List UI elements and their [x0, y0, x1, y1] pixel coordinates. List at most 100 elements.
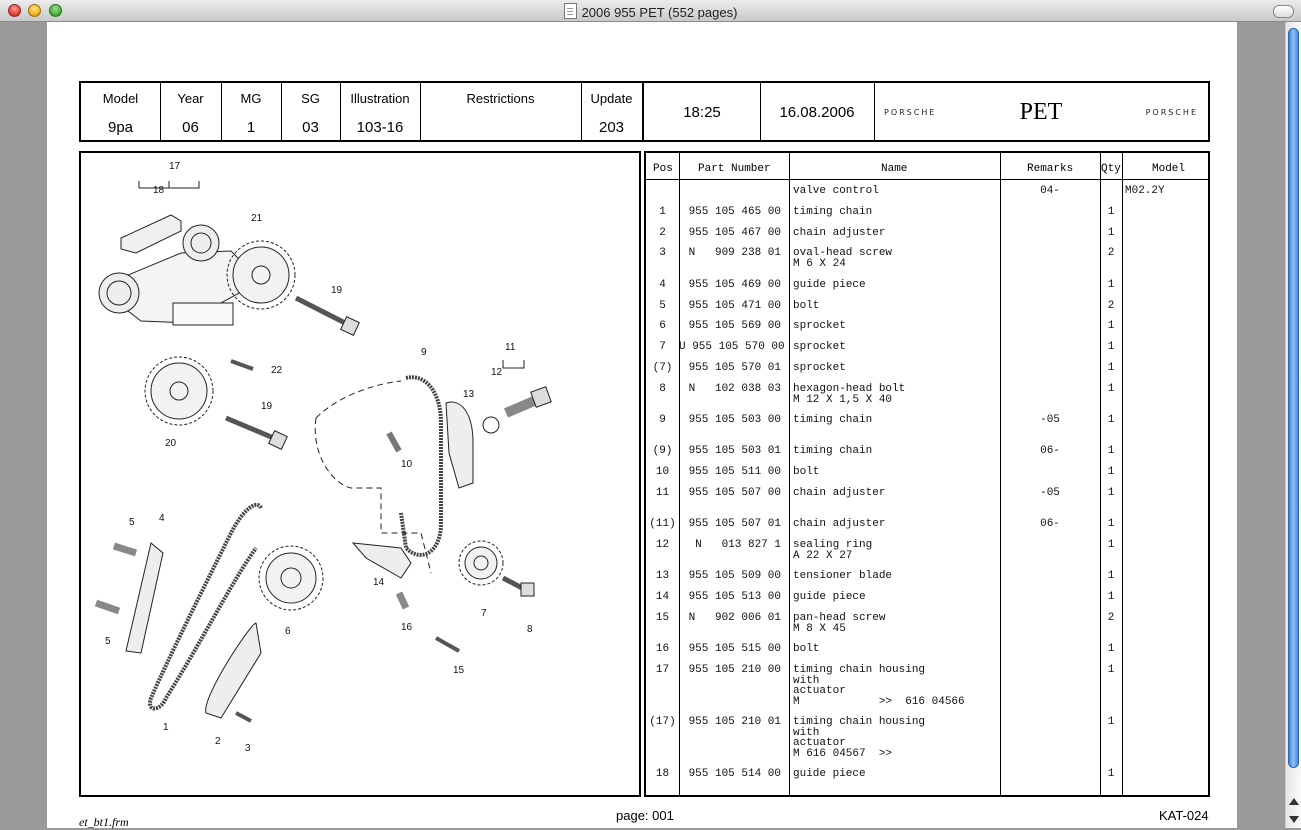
name-cell: oval-head screw M 6 X 24: [793, 247, 893, 270]
callout-number: 11: [505, 342, 516, 353]
header-value: 203: [598, 119, 625, 136]
qty-cell: 1: [1107, 518, 1115, 530]
name-cell: timing chain housing with actuator M >> …: [793, 664, 965, 708]
name-cell: timing chain: [793, 414, 873, 426]
part-cell: 955 105 509 00: [688, 570, 781, 582]
qty-cell: 1: [1107, 227, 1115, 239]
name-cell: timing chain housing with actuator M 616…: [793, 716, 926, 760]
header-label: Illustration: [350, 91, 410, 106]
qty-column: Qty: [1100, 153, 1123, 795]
qty-cell: 1: [1107, 591, 1115, 603]
callout-number: 7: [481, 608, 487, 619]
name-cell: timing chain: [793, 206, 873, 218]
remarks-header: Remarks: [1027, 163, 1074, 175]
scroll-up-arrow-icon[interactable]: [1289, 798, 1299, 805]
part-cell: 955 105 513 00: [688, 591, 781, 603]
name-cell: sealing ring A 22 X 27: [793, 539, 873, 562]
pos-cell: 12: [655, 539, 670, 551]
pos-cell: 6: [659, 320, 666, 332]
pos-cell: 5: [659, 300, 666, 312]
part-cell: N 102 038 03: [688, 383, 781, 395]
remarks-column: Remarks: [1000, 153, 1101, 795]
pos-cell: 3: [659, 247, 666, 259]
remarks-cell: 04-: [1040, 185, 1060, 197]
callout-number: 10: [401, 459, 413, 470]
part-cell: 955 105 569 00: [688, 320, 781, 332]
pos-cell: 13: [655, 570, 670, 582]
name-cell: guide piece: [793, 591, 866, 603]
pos-cell: 15: [655, 612, 670, 624]
callout-number: 22: [271, 365, 283, 376]
remarks-cell: -05: [1040, 487, 1060, 499]
qty-cell: 1: [1107, 664, 1115, 676]
header-value: 103-16: [356, 119, 404, 136]
footer-catalog-code: KAT-024: [1159, 808, 1209, 823]
part-cell: 955 105 570 01: [688, 362, 781, 374]
header-value: 06: [182, 119, 199, 136]
part-cell: 955 105 465 00: [688, 206, 781, 218]
qty-cell: 2: [1107, 612, 1115, 624]
model-cell: M02.2Y: [1125, 185, 1165, 197]
document-icon: [563, 3, 577, 19]
callout-number: 1: [163, 722, 169, 733]
header-label: MG: [240, 91, 262, 106]
header-label: Year: [177, 91, 204, 106]
header-update-cell: Update 203: [581, 83, 644, 140]
name-cell: pan-head screw M 8 X 45: [793, 612, 886, 635]
part-cell: N 013 827 1: [695, 539, 781, 551]
window-titlebar[interactable]: 2006 955 PET (552 pages): [0, 0, 1301, 22]
name-cell: hexagon-head bolt M 12 X 1,5 X 40: [793, 383, 906, 406]
qty-cell: 1: [1107, 643, 1115, 655]
callout-number: 21: [251, 213, 263, 224]
pos-cell: 14: [655, 591, 670, 603]
name-cell: timing chain: [793, 445, 873, 457]
callout-number: 16: [401, 622, 413, 633]
part-cell: 955 105 507 01: [688, 518, 781, 530]
callout-number: 5: [129, 517, 135, 528]
name-cell: sprocket: [793, 362, 846, 374]
callout-number: 9: [421, 347, 427, 358]
part-cell: 955 105 210 00: [688, 664, 781, 676]
window-title: 2006 955 PET (552 pages): [0, 3, 1301, 20]
part-cell: 955 105 467 00: [688, 227, 781, 239]
pos-cell: 16: [655, 643, 670, 655]
pos-cell: 8: [659, 383, 666, 395]
callout-number: 20: [165, 438, 177, 449]
header-time: 18:25: [683, 104, 721, 121]
remarks-cell: 06-: [1040, 518, 1060, 530]
footer-template-name: et_bt1.frm: [79, 815, 129, 829]
scrollbar-thumb[interactable]: [1288, 28, 1299, 768]
qty-cell: 1: [1107, 320, 1115, 332]
vertical-scrollbar[interactable]: [1285, 22, 1301, 828]
toolbar-toggle-button[interactable]: [1273, 5, 1294, 18]
minimize-window-button[interactable]: [28, 4, 41, 17]
window-title-text: 2006 955 PET (552 pages): [581, 5, 738, 20]
catalog-header: Model 9pa Year 06 MG 1 SG 03 Illustratio…: [79, 81, 1210, 142]
name-cell: sprocket: [793, 320, 846, 332]
header-restrictions-cell: Restrictions: [420, 83, 582, 140]
part-cell: 955 105 511 00: [688, 466, 781, 478]
close-window-button[interactable]: [8, 4, 21, 17]
callout-number: 3: [245, 743, 251, 754]
parts-table: Pos Part Number Name Remarks Qty Model v…: [644, 151, 1210, 797]
name-cell: tensioner blade: [793, 570, 893, 582]
zoom-window-button[interactable]: [49, 4, 62, 17]
header-value: 9pa: [107, 119, 134, 136]
qty-cell: 2: [1107, 247, 1115, 259]
part-cell: 955 105 471 00: [688, 300, 781, 312]
qty-cell: 1: [1107, 570, 1115, 582]
header-model-cell: Model 9pa: [81, 83, 161, 140]
name-column: Name: [789, 153, 1001, 795]
qty-cell: 1: [1107, 414, 1115, 426]
pos-column: Pos: [646, 153, 680, 795]
scroll-down-arrow-icon[interactable]: [1289, 816, 1299, 823]
qty-cell: 1: [1107, 466, 1115, 478]
name-cell: chain adjuster: [793, 227, 886, 239]
pos-cell: (7): [652, 362, 673, 374]
porsche-logo-right: PORSCHE: [1145, 108, 1198, 117]
callout-number: 8: [527, 624, 533, 635]
header-sg-cell: SG 03: [281, 83, 341, 140]
remarks-cell: -05: [1040, 414, 1060, 426]
callout-number: 19: [261, 401, 273, 412]
